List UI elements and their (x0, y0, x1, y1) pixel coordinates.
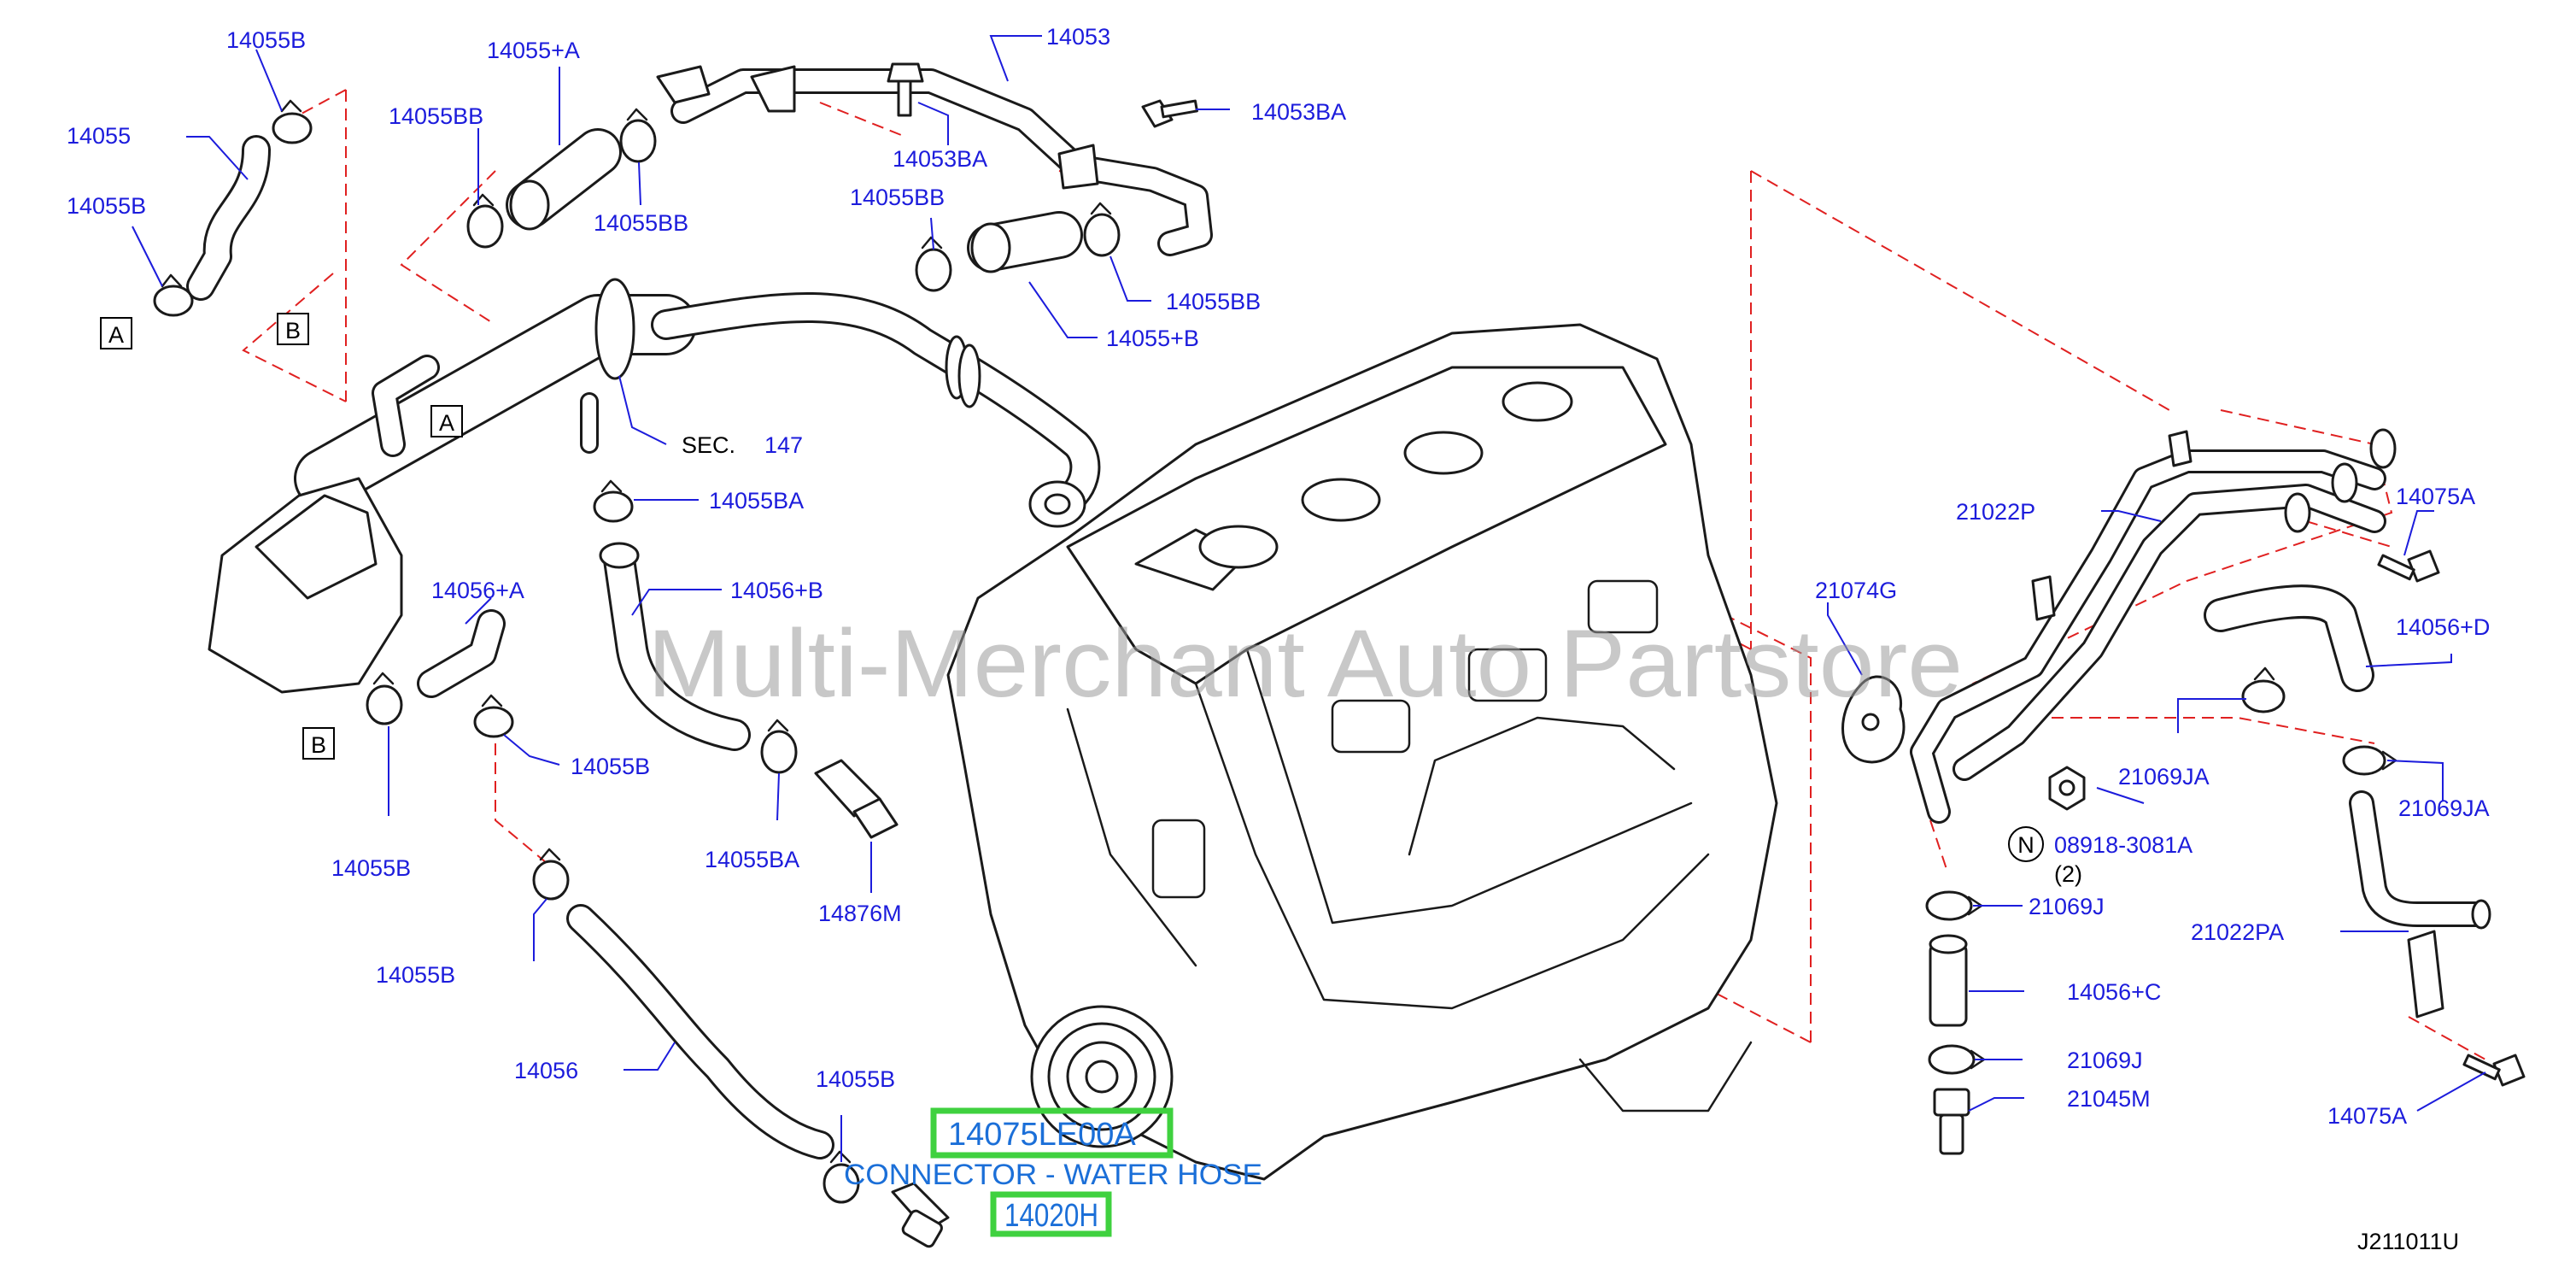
callout-14055bb-c[interactable]: 14055BB (850, 185, 945, 210)
callout-14055bb-a[interactable]: 14055BB (389, 103, 483, 129)
part-14055b-clamp-mid (473, 694, 514, 738)
callout-14056-c[interactable]: 14056+C (2067, 979, 2161, 1005)
callout-14055b-mid[interactable]: 14055B (571, 754, 650, 779)
callout-14055bb-b[interactable]: 14055BB (594, 210, 688, 236)
highlighted-part: 14075LE00A CONNECTOR - WATER HOSE 14020H (844, 1107, 1262, 1237)
callout-14055b-bottom-left[interactable]: 14055B (376, 962, 455, 988)
callout-14055-b[interactable]: 14055+B (1106, 326, 1199, 351)
part-14056b-hose (599, 542, 751, 751)
highlight-box-part-number (930, 1107, 1174, 1159)
leader-lines (132, 35, 2486, 1162)
part-21069j-clamp-upper (1925, 890, 1983, 921)
ref-marker-b-top: B (277, 313, 309, 345)
callout-14055bb-d[interactable]: 14055BB (1166, 289, 1261, 314)
part-14053ba-bolt-a (887, 62, 924, 117)
section-number[interactable]: 147 (764, 432, 803, 458)
callout-08918-3081a[interactable]: 08918-3081A (2054, 832, 2193, 858)
part-14055ba-clamp-upper (593, 479, 634, 523)
callout-21069ja-right[interactable]: 21069JA (2398, 795, 2490, 821)
callout-21074g[interactable]: 21074G (1815, 578, 1897, 603)
callout-21022pa[interactable]: 21022PA (2191, 919, 2284, 945)
callout-14056-a[interactable]: 14056+A (431, 578, 524, 603)
part-21022pa-pipe (2349, 790, 2491, 1019)
part-14055b-hose-short (967, 211, 1083, 273)
part-14055b-clamp-left (153, 273, 194, 317)
part-14056a-hose (417, 609, 506, 698)
part-08918-nut (2048, 766, 2086, 811)
callout-21022p[interactable]: 21022P (1956, 499, 2035, 525)
svg-text:B: B (311, 732, 326, 758)
svg-text:A: A (439, 410, 454, 436)
callout-14055b-top[interactable]: 14055B (226, 27, 306, 53)
callout-quantity: (2) (2054, 861, 2082, 887)
part-21069j-clamp-lower (1928, 1044, 1986, 1075)
diagram-code: J211011U (2357, 1229, 2459, 1254)
callout-labels: 14055B 14055 14055B 14055+A 14055BB 1405… (67, 24, 2490, 1129)
callout-14876m[interactable]: 14876M (818, 901, 902, 926)
part-14056-hose (566, 904, 834, 1159)
callout-14055b-left[interactable]: 14055B (67, 193, 146, 219)
callout-21069j-lower[interactable]: 21069J (2067, 1048, 2143, 1073)
part-14055-hose (186, 135, 271, 301)
part-21045m-sensor (1933, 1088, 1970, 1155)
part-14055bb-clamp-a (466, 193, 504, 249)
part-14055b-clamp-lower-left (532, 848, 570, 901)
part-21022p-pipe (1910, 428, 2397, 824)
callout-14055-a[interactable]: 14055+A (487, 38, 580, 63)
part-14055b-clamp-mid-left (366, 672, 403, 725)
part-14055bb-clamp-d (1083, 202, 1121, 257)
callout-14053[interactable]: 14053 (1046, 24, 1110, 50)
callout-14055[interactable]: 14055 (67, 123, 131, 149)
part-21069ja-clamp-a (2241, 666, 2286, 713)
part-14055a-hose (506, 128, 622, 231)
part-14056c-hose (1929, 934, 1968, 1027)
callout-14056[interactable]: 14056 (514, 1058, 578, 1083)
ref-marker-b-lower: B (302, 727, 335, 760)
svg-text:B: B (285, 318, 301, 343)
part-14056d-hose (2204, 584, 2374, 692)
part-14055bb-clamp-b (619, 108, 657, 163)
highlight-ref-code[interactable]: 14020H (1004, 1198, 1098, 1234)
callout-14053ba-mid[interactable]: 14053BA (893, 146, 987, 172)
egr-cooler-assembly (208, 278, 1101, 694)
part-14055ba-clamp-lower (760, 719, 798, 774)
part-14053-pipe (656, 65, 1213, 256)
svg-text:A: A (108, 322, 124, 348)
part-14876m-sensor (814, 759, 899, 839)
callout-14055ba-lower[interactable]: 14055BA (705, 847, 799, 872)
highlight-box-ref-code (990, 1191, 1112, 1237)
callout-14056-d[interactable]: 14056+D (2396, 614, 2490, 640)
ref-marker-a-center: A (430, 405, 463, 437)
callout-14056-b[interactable]: 14056+B (730, 578, 823, 603)
callout-14055ba-upper[interactable]: 14055BA (709, 488, 804, 514)
highlight-part-number[interactable]: 14075LE00A (948, 1117, 1136, 1153)
part-14055b-clamp-top (272, 99, 313, 144)
section-prefix: SEC. (682, 432, 735, 458)
section-reference: SEC. 147 (682, 432, 803, 458)
part-14075a-bolt-bottom (2462, 1054, 2526, 1087)
notice-symbol-circle (2008, 826, 2044, 862)
part-14055b-clamp-bottom (823, 1150, 860, 1204)
part-14053ba-bolt-b (1141, 99, 1198, 128)
callout-21069ja-left[interactable]: 21069JA (2118, 764, 2210, 790)
callout-21069j-upper[interactable]: 21069J (2029, 894, 2105, 919)
part-14020h-connector (891, 1182, 950, 1248)
callout-21045m[interactable]: 21045M (2067, 1086, 2151, 1112)
ref-marker-a-left: A (100, 317, 132, 349)
callout-14055b-lower[interactable]: 14055B (331, 855, 411, 881)
highlight-description: CONNECTOR - WATER HOSE (844, 1159, 1262, 1191)
watermark-text: Multi-Merchant Auto Partstore (647, 610, 1963, 717)
part-14075a-bolt-top (2377, 549, 2440, 583)
callout-14055b-bottom[interactable]: 14055B (816, 1066, 895, 1092)
notice-symbol: N (2017, 832, 2034, 858)
engine-block (946, 323, 1778, 1181)
callout-14075a-bottom[interactable]: 14075A (2327, 1103, 2407, 1129)
callout-14053ba-top[interactable]: 14053BA (1251, 99, 1346, 125)
callout-14075a-top[interactable]: 14075A (2396, 484, 2475, 509)
part-21074g-gasket (1841, 675, 1906, 764)
